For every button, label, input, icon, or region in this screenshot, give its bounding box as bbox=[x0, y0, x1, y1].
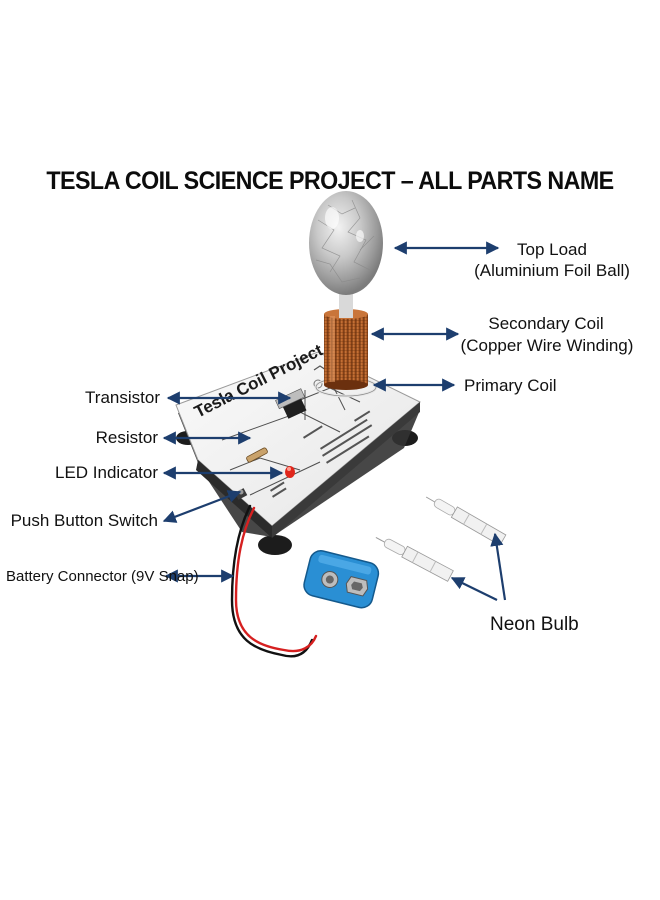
label-resistor: Resistor bbox=[95, 428, 158, 447]
battery-wires bbox=[230, 504, 318, 658]
page-title: TESLA COIL SCIENCE PROJECT – ALL PARTS N… bbox=[46, 167, 614, 195]
neon-bulb-front bbox=[375, 537, 454, 582]
annotation-arrows bbox=[162, 241, 507, 601]
arrow-neon-bulb-2 bbox=[490, 532, 507, 601]
label-primary-coil: Primary Coil bbox=[464, 376, 557, 395]
top-load-foil-ball bbox=[309, 191, 383, 295]
label-secondary-coil: Secondary Coil bbox=[488, 314, 604, 333]
label-secondary-coil-detail: (Copper Wire Winding) bbox=[460, 336, 634, 355]
battery-snap-connector bbox=[303, 550, 380, 609]
label-neon-bulb: Neon Bulb bbox=[490, 614, 579, 635]
arrow-neon-bulb-1 bbox=[450, 577, 498, 601]
circuit-board bbox=[175, 351, 421, 538]
arrow-push-button bbox=[162, 490, 242, 523]
label-battery-connector: Battery Connector (9V Snap) bbox=[6, 568, 199, 585]
label-push-button-switch: Push Button Switch bbox=[10, 511, 158, 530]
label-top-load-detail: (Aluminium Foil Ball) bbox=[474, 261, 630, 280]
neon-bulb-back bbox=[425, 496, 507, 546]
label-led-indicator: LED Indicator bbox=[55, 463, 158, 482]
secondary-coil bbox=[324, 309, 368, 390]
label-top-load: Top Load bbox=[517, 240, 587, 259]
label-transistor: Transistor bbox=[85, 388, 160, 407]
